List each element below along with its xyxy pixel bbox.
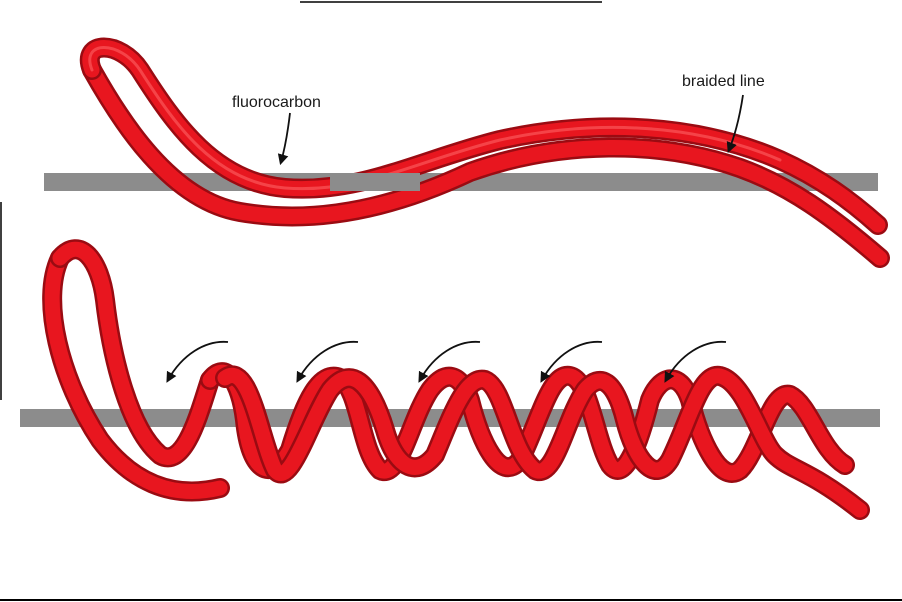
arrow-icon-2 (296, 341, 359, 383)
arrow-icon-4 (540, 341, 603, 383)
arrow-icon-1 (166, 341, 229, 383)
wrap-direction-arrows (166, 341, 727, 383)
wraps (200, 362, 870, 520)
fluorocarbon-label: fluorocarbon (232, 94, 321, 111)
step-top: fluorocarbon braided line (44, 37, 890, 268)
fluorocarbon-arrow-icon (277, 112, 291, 166)
braided-line-label: braided line (682, 73, 765, 90)
arrow-icon-5 (664, 341, 727, 383)
step-bottom (20, 239, 880, 520)
braided-line-arrow-icon (726, 94, 744, 154)
braided-line-tag (42, 248, 230, 502)
arrow-icon-3 (418, 341, 481, 383)
